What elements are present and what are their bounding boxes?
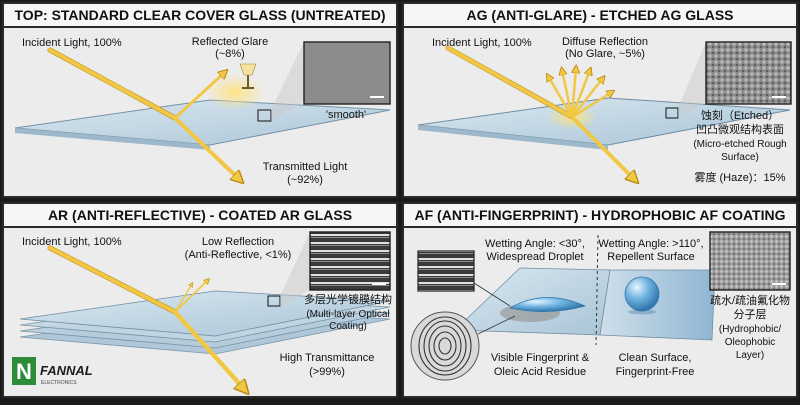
af-inset-en-3: Layer): [736, 350, 764, 361]
ar-transmitted-arrow: [173, 310, 245, 390]
af-glass-coated: [599, 269, 716, 341]
ar-inset-en-1: (Multi-layer Optical: [306, 309, 389, 320]
ar-glass-stack: [19, 290, 391, 355]
ag-inset-rough: [705, 41, 792, 105]
ag-incident-label: Incident Light, 100%: [432, 37, 532, 49]
ag-inset-cn-1: 蚀刻（Etched）: [701, 108, 779, 122]
ar-inset-scalebar: [372, 283, 386, 285]
ag-inset-scalebar: [772, 96, 786, 98]
top-glass-edge: [15, 128, 210, 150]
top-reflected-label-2: (~8%): [215, 48, 245, 60]
af-inset-en-2: Oleophobic: [725, 337, 776, 348]
ag-diffuse-label-1: Diffuse Reflection: [562, 36, 648, 48]
af-fingerprint-magnifier: [410, 311, 480, 381]
fingerprint-icon: [418, 316, 472, 376]
top-transmitted-label-2: (~92%): [287, 174, 323, 186]
af-wet-high-label-2: Repellent Surface: [607, 251, 694, 263]
panel-ag-title: AG (ANTI-GLARE) - ETCHED AG GLASS: [466, 7, 733, 23]
ag-diagram: Incident Light, 100% Diffuse Reflection …: [417, 36, 792, 184]
logo-mark: [12, 357, 36, 385]
ar-inset-en-2: Coating): [329, 321, 367, 332]
af-clean-label-1: Clean Surface,: [619, 352, 692, 364]
panel-top-title: TOP: STANDARD CLEAR COVER GLASS (UNTREAT…: [15, 7, 386, 23]
top-incident-label: Incident Light, 100%: [22, 37, 122, 49]
af-bead-droplet: [624, 276, 660, 312]
ag-inset-marker: [665, 107, 679, 119]
ar-inset-layers: [309, 231, 391, 291]
logo-name: FANNAL: [40, 363, 93, 378]
af-wet-low-label-2: Widespread Droplet: [486, 251, 583, 263]
af-fingerprint-label-2: Oleic Acid Residue: [494, 366, 586, 378]
ag-transmitted-arrow: [570, 115, 635, 180]
ar-incident-arrow: [48, 246, 177, 314]
ar-high-label-2: (>99%): [309, 366, 345, 378]
af-inset-en-1: (Hydrophobic/: [719, 324, 781, 335]
panel-af-title: AF (ANTI-FINGERPRINT) - HYDROPHOBIC AF C…: [415, 207, 786, 223]
ar-inset-marker: [267, 295, 281, 307]
top-reflected-arrow: [173, 72, 225, 120]
af-magnifier-pointer: [477, 315, 516, 335]
af-inset-waves-pointer: [473, 282, 511, 307]
ar-inset-cn: 多层光学镀膜结构: [304, 292, 392, 306]
ag-inset-cn-2: 凹凸微观结构表面: [696, 122, 784, 136]
top-glass-pane: [14, 99, 391, 146]
top-incident-arrow: [48, 48, 177, 120]
af-inset-scalebar: [772, 283, 786, 285]
ar-low-reflection-arrow: [174, 280, 208, 313]
ag-diffuse-label-2: (No Glare, ~5%): [565, 48, 645, 60]
ar-low-label-2: (Anti-Reflective, <1%): [185, 249, 292, 261]
af-bead-shadow: [628, 309, 656, 315]
af-inset-waves: [417, 250, 475, 292]
af-clean-label-2: Fingerprint-Free: [616, 366, 695, 378]
ar-low-reflection-arrow-2: [174, 284, 192, 313]
top-inset-marker: [257, 109, 272, 122]
af-inset-molecular: [709, 231, 791, 291]
top-inset-scalebar: [370, 96, 384, 98]
logo-letter: N: [16, 359, 32, 384]
ar-incident-label: Incident Light, 100%: [22, 236, 122, 248]
top-transmitted-arrow: [173, 116, 240, 180]
top-reflected-label-1: Reflected Glare: [192, 36, 268, 48]
ar-high-label-1: High Transmittance: [280, 352, 375, 364]
logo-sub: ELECTRONICS: [41, 380, 77, 386]
top-inset-smooth: [303, 41, 391, 105]
fannal-logo: N FANNAL ELECTRONICS: [12, 357, 93, 386]
ar-diagram: Incident Light, 100% Low Reflection (Ant…: [19, 231, 392, 390]
af-flat-droplet: [508, 297, 587, 312]
top-diagram: Incident Light, 100% Reflected Glare (~8…: [14, 36, 391, 186]
ag-haze-label: 雾度 (Haze)：15%: [694, 170, 785, 184]
ar-low-label-1: Low Reflection: [202, 236, 274, 248]
ag-inset-callout: [678, 42, 706, 118]
af-divider: [595, 234, 599, 346]
ar-inset-callout: [280, 232, 310, 306]
af-wet-high-label-1: Wetting Angle: >110°,: [598, 238, 703, 250]
af-diagram: Wetting Angle: <30°, Widespread Droplet …: [410, 231, 791, 381]
ag-inset-en-1: (Micro-etched Rough: [693, 139, 786, 150]
ag-glass-edge: [418, 125, 608, 150]
ag-inset-en-2: Surface): [721, 152, 759, 163]
af-wet-low-label-1: Wetting Angle: <30°,: [485, 238, 585, 250]
glare-glow: [205, 74, 265, 110]
ag-incident-arrow: [446, 46, 574, 119]
top-inset-label: 'smooth': [326, 109, 366, 121]
af-inset-cn-2: 分子层: [734, 308, 767, 321]
panel-ar-title: AR (ANTI-REFLECTIVE) - COATED AR GLASS: [48, 207, 352, 223]
top-inset-callout: [271, 42, 304, 121]
ag-scatter-arrows: [548, 68, 612, 119]
af-inset-cn-1: 疏水/疏油氟化物: [710, 293, 790, 307]
lamp-icon: [239, 63, 257, 89]
ag-glass-pane: [417, 97, 791, 146]
top-transmitted-label-1: Transmitted Light: [263, 161, 348, 173]
af-fingerprint-label-1: Visible Fingerprint &: [491, 352, 590, 364]
